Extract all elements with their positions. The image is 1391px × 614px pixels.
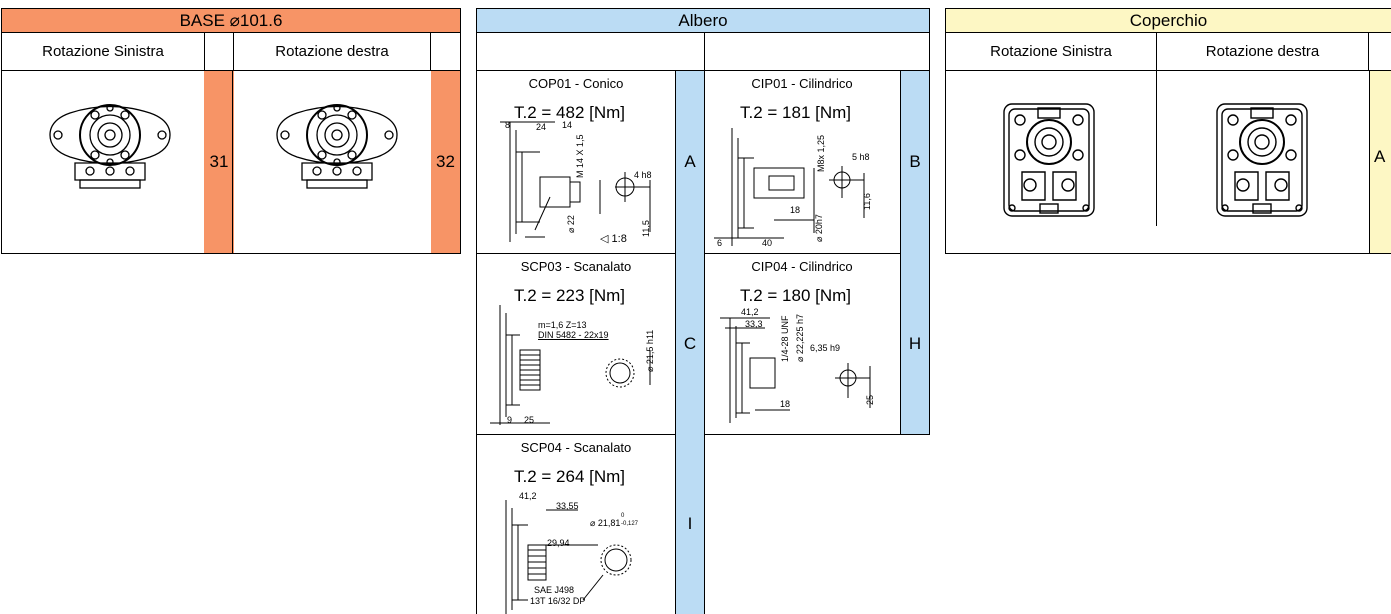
pump-base-right-drawing[interactable] [267,95,407,195]
shaft-torque: T.2 = 223 [Nm] [514,286,626,305]
shaft-torque: T.2 = 180 [Nm] [740,286,852,305]
divider [1156,71,1157,226]
shaft-title: SCP04 - Scanalato [520,440,632,455]
coperchio-rotation-left-label: Rotazione Sinistra [945,33,1157,71]
dim-label: 18 [780,399,791,409]
shaft-code-b[interactable]: B [900,71,930,254]
shaft-code-c[interactable]: C [675,253,705,435]
shaft-cip01-drawing [714,128,865,246]
shaft-torque: T.2 = 482 [Nm] [514,103,626,122]
albero-header: Albero [476,8,930,33]
dim-label: SAE J498 [534,585,575,595]
dim-label: 33,3 [745,319,763,329]
shaft-code-i[interactable]: I [675,434,705,614]
dim-label: 6,35 h9 [810,343,841,353]
dim-label: ◁ 1:8 [600,233,627,245]
shaft-cop01-drawing [500,121,651,242]
dim-label: 9 [507,415,513,425]
shaft-title: COP01 - Conico [528,76,624,91]
dim-label: ⌀ 21,81 [590,518,621,528]
dim-label: 41,2 [741,307,759,317]
shaft-scp04-drawing [505,500,632,614]
dim-label: 4 h8 [634,170,652,180]
cover-right-drawing[interactable] [1213,100,1311,220]
shaft-title: SCP03 - Scanalato [520,259,632,274]
dim-label: m=1,6 Z=13 [538,320,587,330]
shaft-scp03-drawing [490,305,651,425]
base-row [1,71,461,254]
dim-label: 1/4-28 UNF [780,315,790,362]
dim-label: ⌀ 22,225 h7 [795,314,805,362]
dim-label: ⌀ 21,5 h11 [645,329,655,372]
dim-label: -0,127 [621,521,639,527]
base-rotation-right-label: Rotazione destra [233,33,431,71]
base-header: BASE ⌀101.6 [1,8,461,33]
albero-subheader-right [704,33,930,71]
base-code-right[interactable]: 32 [431,71,460,253]
pump-base-left-drawing[interactable] [40,95,180,195]
shaft-cip04-drawing [720,317,871,423]
base-spacer [430,33,461,71]
dim-label: DIN 5482 - 22x19 [538,330,609,340]
shaft-title: CIP01 - Cilindrico [751,76,853,91]
shaft-title: CIP04 - Cilindrico [751,259,853,274]
dim-label: 0 [621,513,625,519]
shaft-torque: T.2 = 264 [Nm] [514,467,626,486]
cover-left-drawing[interactable] [1000,100,1098,220]
shaft-torque: T.2 = 181 [Nm] [740,103,852,122]
dim-label: 25 [524,415,535,425]
dim-label: 29,94 [547,538,570,548]
dim-label: 11,6 [862,193,872,210]
dim-label: ⌀ 20h7 [814,214,824,242]
dim-label: 24 [536,122,547,132]
dim-label: 18 [790,205,801,215]
dim-label: M 14 X 1,5 [575,134,585,178]
dim-label: 5 h8 [852,152,870,162]
dim-label: 8 [505,120,511,130]
shaft-code-h[interactable]: H [900,253,930,435]
coperchio-code[interactable]: A [1369,71,1391,253]
coperchio-row [945,71,1391,254]
dim-label: ⌀ 22 [566,215,576,233]
dim-label: 14 [562,120,573,130]
dim-label: 33,55 [556,501,579,511]
coperchio-spacer [1368,33,1391,71]
base-code-left[interactable]: 31 [204,71,234,253]
dim-label: 11,5 [641,220,651,237]
dim-label: 6 [717,238,723,248]
dim-label: M8x 1,25 [816,134,826,172]
coperchio-header: Coperchio [945,8,1391,33]
divider [232,71,233,254]
dim-label: 40 [762,238,773,248]
dim-label: 13T 16/32 DP [530,596,586,606]
dim-label: 25 [865,394,875,405]
base-rotation-left-label: Rotazione Sinistra [1,33,205,71]
base-spacer [204,33,234,71]
dim-label: 41,2 [519,491,537,501]
albero-subheader-left [476,33,705,71]
coperchio-rotation-right-label: Rotazione destra [1156,33,1369,71]
shaft-code-a[interactable]: A [675,71,705,254]
